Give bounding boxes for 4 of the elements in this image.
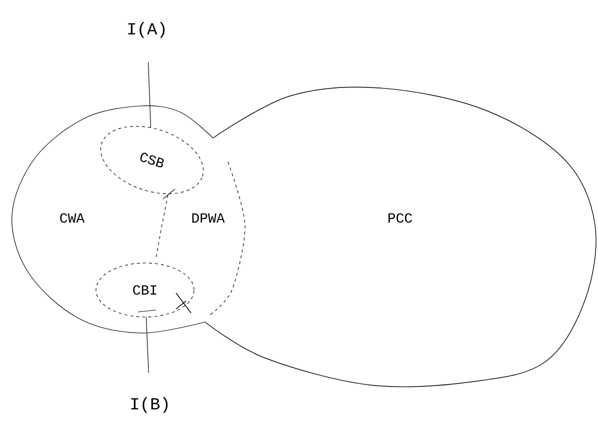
leader-line: [146, 316, 149, 374]
label-text: I(A): [128, 22, 165, 38]
leader-line: [148, 62, 152, 128]
label-text: I(B): [131, 397, 168, 413]
